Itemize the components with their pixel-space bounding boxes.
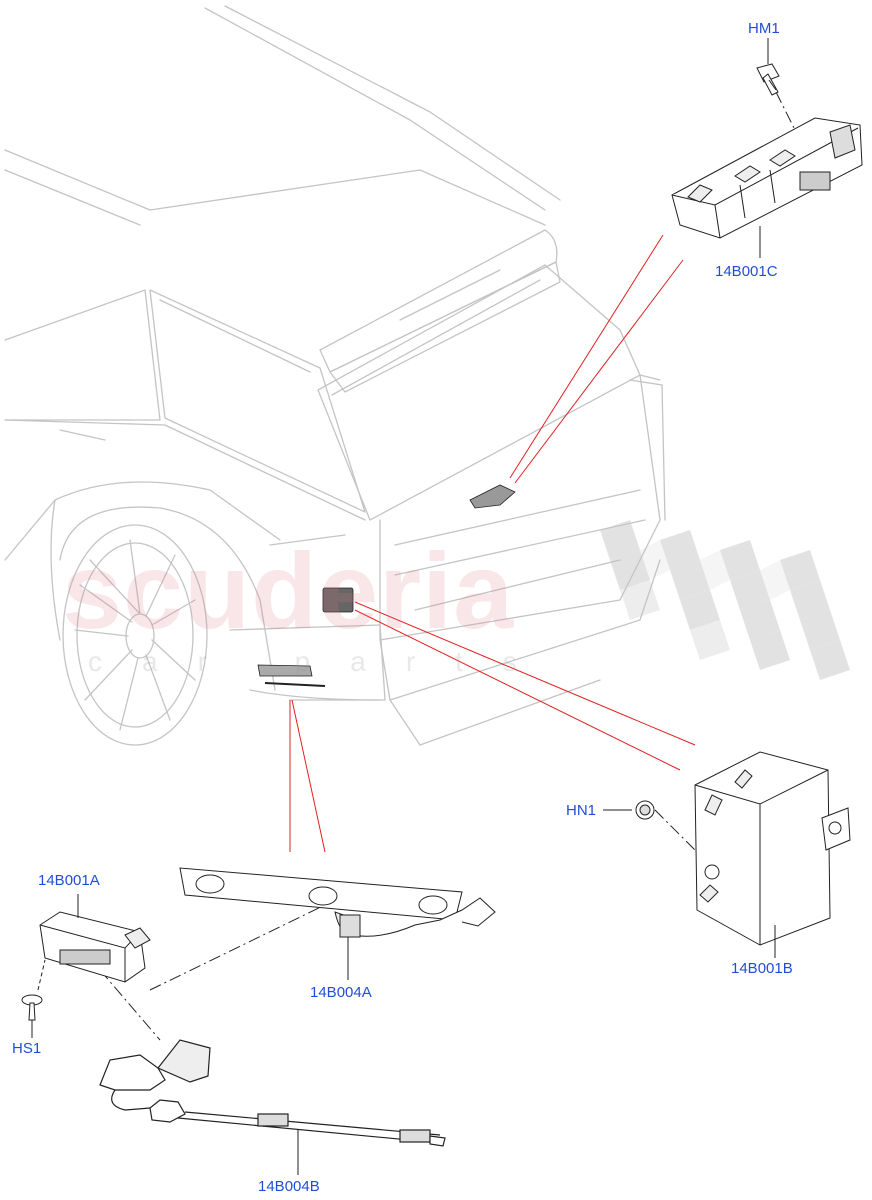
screw-hs1[interactable] bbox=[21, 959, 46, 1021]
callout-hs1[interactable]: HS1 bbox=[12, 1040, 42, 1057]
leader-lines bbox=[289, 234, 696, 853]
callout-14b001a[interactable]: 14B001A bbox=[38, 872, 100, 889]
vehicle-outline bbox=[4, 5, 666, 746]
callout-14b001c[interactable]: 14B001C bbox=[715, 263, 778, 280]
harness-14b004b[interactable] bbox=[99, 1039, 446, 1147]
screw-hm1[interactable] bbox=[756, 63, 780, 96]
module-14b001a[interactable] bbox=[39, 905, 151, 983]
callout-hm1[interactable]: HM1 bbox=[748, 20, 780, 37]
callout-14b004b[interactable]: 14B004B bbox=[258, 1178, 320, 1195]
module-14b001b[interactable] bbox=[694, 751, 851, 946]
callout-14b004a[interactable]: 14B004A bbox=[310, 984, 372, 1001]
callout-hn1[interactable]: HN1 bbox=[566, 802, 597, 819]
module-14b001c[interactable] bbox=[671, 117, 863, 239]
antenna-14b004a[interactable] bbox=[179, 867, 496, 938]
vehicle-placed-parts bbox=[257, 484, 516, 687]
nut-hn1[interactable] bbox=[635, 800, 655, 820]
callout-14b001b[interactable]: 14B001B bbox=[731, 960, 793, 977]
checkered-flag-watermark bbox=[600, 520, 850, 680]
